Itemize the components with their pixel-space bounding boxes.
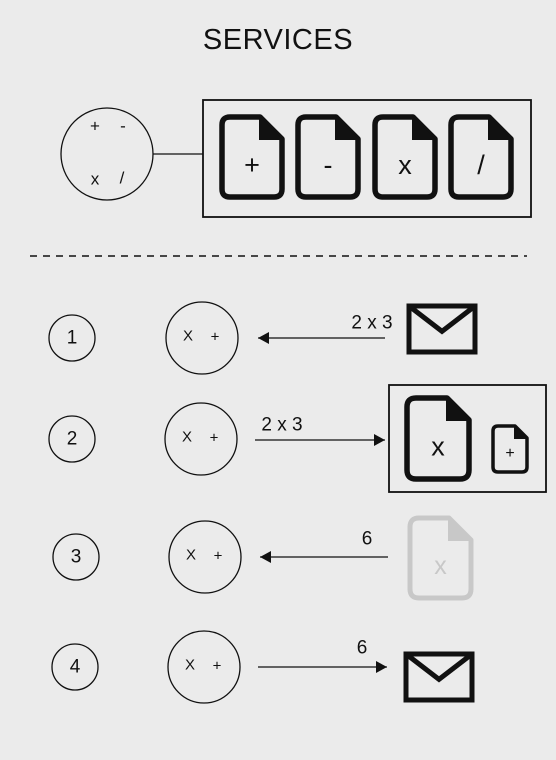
- step-number-circle: [51, 643, 99, 691]
- step-arrow-label: 2 x 3: [261, 415, 302, 436]
- step-arrow: [255, 434, 385, 446]
- arrow-head: [260, 551, 271, 563]
- hub-symbol-3: /: [120, 169, 125, 188]
- file-x-icon: x: [404, 395, 472, 482]
- service-symbol-x: X: [185, 657, 195, 674]
- service-files-box: [202, 99, 532, 218]
- step-4: 4 X +6: [51, 630, 368, 704]
- document-corner-fold: [259, 116, 283, 140]
- envelope-icon: [406, 303, 478, 355]
- document-icon: [295, 114, 361, 200]
- document-icon: [404, 395, 472, 482]
- page-title: SERVICES: [202, 24, 354, 56]
- document-symbol: x: [431, 432, 445, 462]
- document-icon: [372, 114, 438, 200]
- faded-file-icon: x: [407, 515, 474, 601]
- file-group-box: [388, 384, 547, 493]
- step-arrow-label: 2 x 3: [351, 313, 392, 334]
- service-symbol-plus: +: [210, 430, 219, 447]
- document-symbol: /: [477, 150, 485, 180]
- document-corner-fold: [412, 116, 436, 140]
- envelope-icon: [403, 651, 475, 703]
- step-2: 2 X +2 x 3: [48, 402, 303, 476]
- document-symbol: x: [434, 552, 447, 580]
- file-divide-icon: /: [448, 114, 514, 200]
- file-multiply-icon: x: [372, 114, 438, 200]
- step-number: 2: [67, 429, 78, 450]
- service-symbol-x: X: [186, 547, 196, 564]
- envelope-body: [406, 303, 478, 355]
- service-symbol-x: X: [183, 328, 193, 345]
- arrow-head: [258, 332, 269, 344]
- arrow-head: [376, 661, 387, 673]
- service-symbol-plus: +: [211, 329, 220, 346]
- step-arrow-label: 6: [357, 638, 368, 659]
- step-arrow: [258, 661, 387, 673]
- document-symbol: +: [244, 150, 260, 180]
- hub-symbol-2: x: [91, 170, 100, 189]
- document-icon: [448, 114, 514, 200]
- arrow-head: [374, 434, 385, 446]
- service-circle: [167, 630, 241, 704]
- step-number-circle: [48, 415, 96, 463]
- step-arrow: [260, 551, 388, 563]
- hub-symbol-0: +: [90, 117, 100, 136]
- step-number-circle: [52, 533, 100, 581]
- service-circle: [164, 402, 238, 476]
- document-corner-fold: [514, 425, 528, 439]
- file-plus-small-icon: +: [491, 424, 529, 474]
- document-symbol: +: [505, 445, 514, 462]
- document-icon: [491, 424, 529, 474]
- service-symbol-plus: +: [214, 548, 223, 565]
- step-number-circle: [48, 314, 96, 362]
- step-number: 1: [67, 328, 78, 349]
- service-symbol-x: X: [182, 429, 192, 446]
- step-arrow: [258, 332, 385, 344]
- service-circle: [168, 520, 242, 594]
- envelope-body: [403, 651, 475, 703]
- document-icon: [219, 114, 285, 200]
- service-circle: [165, 301, 239, 375]
- hub-symbol-1: -: [120, 117, 126, 136]
- step-3: 3 X +6: [52, 520, 373, 594]
- step-number: 3: [71, 547, 82, 568]
- step-1: 1 X +2 x 3: [48, 301, 393, 375]
- envelope-flap: [407, 304, 477, 335]
- service-symbol-plus: +: [213, 658, 222, 675]
- document-symbol: -: [324, 150, 333, 180]
- service-hub-circle: [60, 107, 154, 201]
- document-icon: [407, 515, 474, 601]
- step-arrow-label: 6: [362, 529, 373, 550]
- file-plus-icon: +: [219, 114, 285, 200]
- document-corner-fold: [448, 517, 472, 541]
- document-symbol: x: [398, 150, 412, 180]
- envelope-flap: [404, 652, 474, 683]
- document-corner-fold: [335, 116, 359, 140]
- step-number: 4: [70, 657, 81, 678]
- document-corner-fold: [488, 116, 512, 140]
- document-corner-fold: [446, 397, 470, 421]
- file-minus-icon: -: [295, 114, 361, 200]
